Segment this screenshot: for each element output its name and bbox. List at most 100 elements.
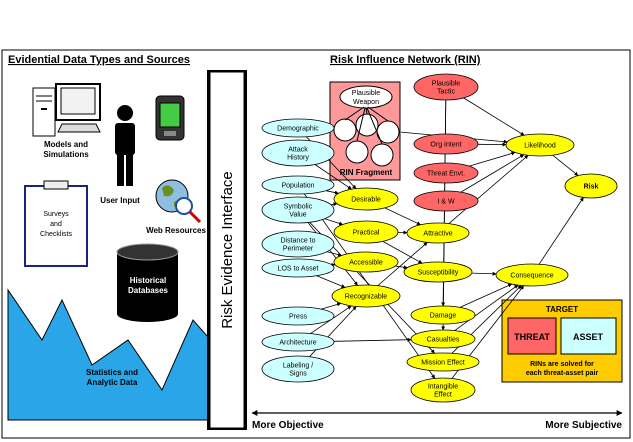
node-distance-label: Perimeter	[283, 246, 314, 253]
fragment-weapon-2: Weapon	[353, 99, 379, 106]
node-susceptibility-shape	[403, 261, 473, 283]
rin-fragment: Plausible Weapon RIN Fragment	[329, 81, 401, 181]
node-demographic-shape	[261, 118, 335, 138]
target-threat: THREAT	[514, 332, 550, 342]
node-risk-shape	[564, 173, 618, 199]
node-layer: DemographicAttackHistoryPopulationSymbol…	[261, 73, 618, 403]
node-damage: Damage	[410, 305, 476, 325]
edge-los-to-recognizable	[316, 275, 346, 288]
node-consequence-shape	[495, 263, 569, 287]
axis-left-label: More Objective	[252, 420, 324, 431]
node-press-shape	[261, 306, 335, 326]
target-title: TARGET	[546, 305, 578, 314]
node-press-label: Press	[289, 314, 307, 321]
edge-plausible_tactic-to-likelihood	[463, 97, 525, 136]
node-risk-label: Risk	[584, 184, 599, 191]
historical-label-2: Databases	[128, 286, 169, 295]
target-note-2: each threat-asset pair	[526, 370, 599, 377]
axis-right-label: More Subjective	[545, 420, 622, 431]
edge-press-to-recognizable	[321, 302, 342, 310]
node-intangible-effect-label: Intangible	[428, 384, 458, 391]
edge-attractive-to-likelihood	[448, 154, 529, 224]
edge-accessible-to-susceptibility	[395, 265, 408, 270]
right-section-title: Risk Influence Network (RIN)	[330, 54, 481, 66]
node-threat-envt-shape	[413, 162, 479, 184]
node-consequence-label: Consequence	[510, 273, 553, 280]
node-org-intent-label: Org Intent	[430, 142, 461, 149]
node-accessible: Accessible	[333, 251, 399, 273]
node-attack-history-label: History	[287, 155, 309, 162]
computer-icon	[32, 83, 101, 137]
node-los-shape	[261, 258, 335, 278]
clipboard-icon: Surveys and Checklists	[24, 180, 88, 267]
node-plausible-tactic-label: Tactic	[437, 89, 455, 96]
node-likelihood: Likelihood	[505, 133, 575, 157]
node-casualties: Casualties	[410, 329, 476, 349]
node-labeling-label: Labeling /	[283, 363, 313, 370]
node-consequence: Consequence	[495, 263, 569, 287]
globe-icon	[155, 179, 202, 224]
node-press: Press	[261, 306, 335, 326]
edge-population-to-desirable	[325, 190, 339, 195]
node-mission-effect-shape	[406, 352, 480, 372]
node-accessible-shape	[333, 251, 399, 273]
node-plausible-tactic-label: Plausible	[432, 81, 461, 88]
node-attractive-shape	[406, 222, 470, 244]
edge-distance-to-accessible	[326, 251, 342, 257]
node-desirable-label: Desirable	[351, 197, 381, 204]
edge-symbolic_value-to-desirable	[330, 202, 338, 207]
statistics-label-2: Analytic Data	[87, 378, 138, 387]
edge-casualties-to-consequence	[454, 284, 519, 331]
node-recognizable-shape	[331, 284, 401, 308]
node-plausible-tactic-shape	[413, 73, 479, 101]
pda-icon	[155, 95, 185, 141]
risk-evidence-interface: Risk Evidence Interface	[207, 70, 247, 430]
node-architecture-shape	[261, 332, 335, 352]
node-architecture: Architecture	[261, 332, 335, 352]
edge-threat_envt-to-likelihood	[469, 151, 516, 167]
node-attack-history-label: Attack	[288, 147, 308, 154]
node-likelihood-label: Likelihood	[524, 143, 556, 150]
target-asset: ASSET	[573, 332, 604, 342]
node-distance-shape	[261, 230, 335, 258]
node-damage-label: Damage	[430, 313, 457, 320]
edge-desirable-to-attractive	[384, 207, 421, 226]
edge-practical-to-susceptibility	[382, 241, 423, 264]
statistics-chart-icon: Statistics and Analytic Data	[7, 288, 216, 421]
node-demographic: Demographic	[261, 118, 335, 138]
node-symbolic-value-shape	[261, 196, 335, 224]
node-symbolic-value-label: Value	[289, 212, 306, 219]
edge-damage-to-consequence	[459, 283, 513, 308]
node-likelihood-shape	[505, 133, 575, 157]
historical-label-1: Historical	[130, 276, 166, 285]
target-box: TARGET THREAT ASSET RINs are solved for …	[501, 299, 623, 383]
node-desirable: Desirable	[333, 187, 399, 211]
node-damage-shape	[410, 305, 476, 325]
node-org-intent: Org Intent	[413, 133, 479, 155]
node-accessible-label: Accessible	[349, 260, 383, 267]
node-distance-label: Distance to	[280, 238, 315, 245]
edge-susceptibility-to-consequence	[471, 271, 497, 276]
node-attack-history-shape	[261, 139, 335, 167]
models-label-2: Simulations	[43, 150, 89, 159]
fragment-label: RIN Fragment	[340, 168, 393, 177]
node-intangible-effect-label: Effect	[434, 392, 452, 399]
node-population-label: Population	[281, 183, 314, 190]
left-section-title: Evidential Data Types and Sources	[8, 54, 190, 66]
node-org-intent-shape	[413, 133, 479, 155]
node-threat-envt-label: Threat Envt.	[427, 171, 465, 178]
node-susceptibility-label: Susceptibility	[418, 270, 459, 277]
node-casualties-shape	[410, 329, 476, 349]
node-population: Population	[261, 175, 335, 195]
node-recognizable-label: Recognizable	[345, 294, 388, 301]
surveys-label-1: Surveys	[43, 211, 69, 218]
node-i-and-w-shape	[413, 190, 479, 212]
node-practical-label: Practical	[353, 230, 380, 237]
node-susceptibility: Susceptibility	[403, 261, 473, 283]
edge-recognizable-to-attractive	[377, 242, 428, 287]
fragment-weapon-1: Plausible	[352, 90, 381, 97]
node-population-shape	[261, 175, 335, 195]
